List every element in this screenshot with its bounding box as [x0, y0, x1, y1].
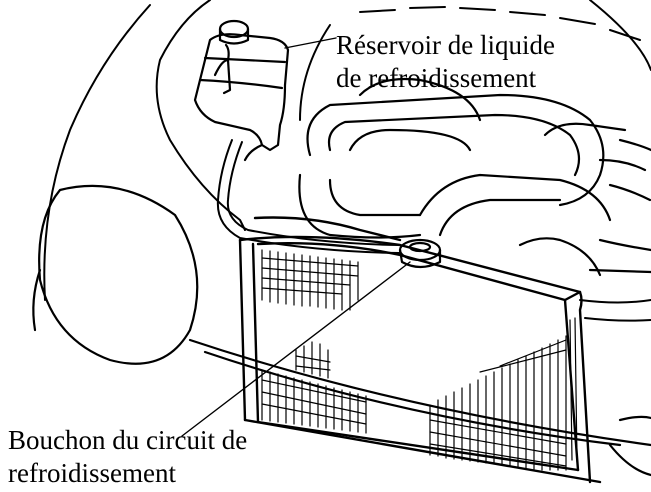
headlight [32, 184, 199, 365]
fender-outline [43, 0, 651, 322]
radiator-cap-label-line-2: refroidissement [8, 458, 176, 488]
radiator-cap [398, 238, 442, 269]
engine-outline [359, 6, 641, 41]
radiator-cap-label: Bouchon du circuit de refroidissement [8, 424, 247, 490]
radiator-fins [261, 249, 578, 471]
reservoir-label-line-2: de refroidissement [336, 63, 537, 93]
coolant-reservoir-tank [193, 19, 290, 162]
reservoir-label: Réservoir de liquide de refroidissement [336, 29, 555, 95]
reservoir-label-line-1: Réservoir de liquide [336, 30, 555, 60]
intake-manifold [298, 77, 651, 277]
radiator-cap-label-line-1: Bouchon du circuit de [8, 425, 248, 455]
leader-lines [181, 37, 411, 437]
overflow-hose [216, 139, 401, 254]
bumper-line [188, 338, 651, 477]
